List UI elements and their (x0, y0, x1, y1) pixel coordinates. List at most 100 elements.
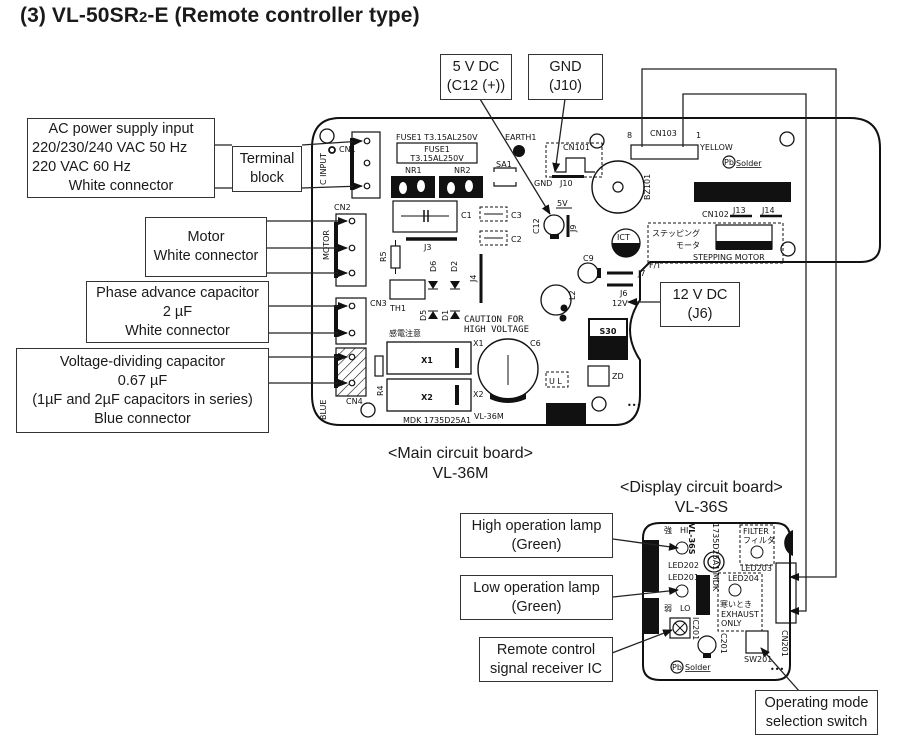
capacitor-c3 (479, 206, 508, 222)
svg-text:C12: C12 (532, 218, 541, 234)
gnd-callout: GND (J10) (528, 54, 603, 100)
twelve-volt-callout: 12 V DC (J6) (660, 282, 740, 327)
svg-text:FUSE1: FUSE1 (424, 145, 450, 154)
svg-text:Solder: Solder (736, 159, 762, 168)
svg-text:C201: C201 (719, 633, 728, 654)
svg-text:12V: 12V (612, 299, 628, 308)
svg-text:CN103: CN103 (650, 129, 677, 138)
svg-text:HI: HI (680, 526, 688, 535)
five-volt-callout: 5 V DC (C12 (+)) (440, 54, 512, 100)
svg-text:J10: J10 (559, 179, 573, 188)
thermistor-th1 (389, 279, 426, 300)
cn103-connector (630, 144, 699, 160)
svg-text:EXHAUST: EXHAUST (721, 610, 759, 619)
svg-text:C3: C3 (511, 211, 522, 220)
svg-text:J7: J7 (637, 269, 645, 278)
cn102-stepping-motor (647, 222, 784, 264)
mount-hole (360, 402, 376, 418)
svg-text:MDK 1735D25A1: MDK 1735D25A1 (403, 416, 471, 425)
svg-text:X2: X2 (421, 393, 433, 402)
black-bar (694, 182, 791, 202)
svg-text:C1: C1 (461, 211, 472, 220)
svg-text:8: 8 (627, 131, 632, 140)
display-pcb-outline (642, 522, 791, 681)
nr2 (439, 176, 483, 198)
mount-hole (319, 128, 335, 144)
svg-text:•••: ••• (770, 665, 784, 674)
svg-text:J14: J14 (761, 206, 775, 215)
svg-text:TH1: TH1 (389, 304, 406, 313)
leader-lines (215, 68, 837, 693)
nr1 (391, 176, 435, 198)
svg-text:CN1: CN1 (339, 145, 356, 154)
switch-sw201 (745, 630, 769, 654)
svg-text:SA1: SA1 (496, 160, 512, 169)
terminal-block-callout: Terminal block (232, 146, 302, 192)
svg-text:X1: X1 (421, 356, 433, 365)
svg-text:LED201: LED201 (668, 573, 699, 582)
svg-text:D6: D6 (429, 261, 438, 272)
zener-zd (587, 365, 610, 387)
svg-text:T3.15AL250V: T3.15AL250V (409, 154, 464, 163)
voltage-capacitor-callout: Voltage-dividing capacitor 0.67 µF (1µF … (16, 348, 269, 433)
phase-capacitor-callout: Phase advance capacitor 2 µF White conne… (86, 281, 269, 343)
svg-text:C2: C2 (511, 235, 522, 244)
svg-text:CN101: CN101 (563, 143, 590, 152)
mount-hole (780, 241, 796, 257)
cn3-connector (335, 297, 367, 345)
capacitor-c2 (479, 230, 508, 246)
cn201-connector (775, 562, 797, 624)
svg-text:ICT: ICT (617, 233, 630, 242)
svg-text:S30: S30 (600, 327, 617, 336)
relay-x2 (386, 378, 472, 412)
svg-text:BZ101: BZ101 (643, 174, 652, 200)
earth-terminal (513, 145, 525, 157)
svg-text:CN4: CN4 (346, 397, 363, 406)
low-lamp-callout: Low operation lamp (Green) (460, 575, 613, 620)
svg-text:STEPPING MOTOR: STEPPING MOTOR (693, 253, 765, 262)
svg-text:IC201: IC201 (691, 617, 700, 640)
svg-text:L2: L2 (568, 290, 577, 300)
svg-text:1: 1 (696, 131, 701, 140)
svg-text:LED203: LED203 (741, 564, 772, 573)
remote-ic-callout: Remote control signal receiver IC (479, 637, 613, 682)
svg-text:1735D25A1 MDK: 1735D25A1 MDK (711, 523, 720, 592)
capacitor-c9 (577, 262, 599, 284)
svg-text:Pb: Pb (672, 663, 682, 672)
svg-text:C INPUT: C INPUT (319, 153, 328, 185)
svg-text:ONLY: ONLY (721, 619, 742, 628)
svg-text:•••: ••• (627, 401, 641, 410)
svg-text:CN201: CN201 (780, 630, 789, 657)
resistor-r5 (390, 245, 401, 269)
motor-callout: Motor White connector (145, 217, 267, 277)
svg-text:J4: J4 (469, 275, 478, 283)
main-pcb-outline (311, 117, 881, 426)
svg-text:R5: R5 (379, 251, 388, 262)
svg-text:CN102: CN102 (702, 210, 729, 219)
led204 (728, 583, 742, 597)
svg-text:強: 強 (664, 525, 672, 535)
led203 (750, 545, 764, 559)
capacitor-c12 (543, 214, 565, 236)
svg-text:D1: D1 (441, 310, 450, 321)
high-lamp-callout: High operation lamp (Green) (460, 513, 613, 558)
fuse1 (396, 142, 478, 164)
svg-text:EARTH1: EARTH1 (505, 133, 537, 142)
mount-hole (779, 131, 795, 147)
svg-text:NR1: NR1 (405, 166, 422, 175)
svg-text:F/T: F/T (649, 261, 661, 270)
svg-text:MOTOR: MOTOR (322, 230, 331, 260)
svg-text:モータ: モータ (676, 241, 700, 250)
svg-text:C6: C6 (530, 339, 541, 348)
svg-text:Pb: Pb (724, 158, 734, 167)
display-board-caption: <Display circuit board> VL-36S (620, 479, 783, 516)
svg-text:感電注意: 感電注意 (389, 328, 421, 338)
svg-text:J6: J6 (619, 289, 627, 298)
svg-text:CN3: CN3 (370, 299, 387, 308)
svg-text:VL-36S: VL-36S (687, 523, 696, 555)
black-block (546, 403, 586, 425)
ac-power-callout: AC power supply input 220/230/240 VAC 50… (27, 118, 215, 198)
mode-switch-callout: Operating mode selection switch (755, 690, 878, 735)
svg-text:J13: J13 (732, 206, 746, 215)
